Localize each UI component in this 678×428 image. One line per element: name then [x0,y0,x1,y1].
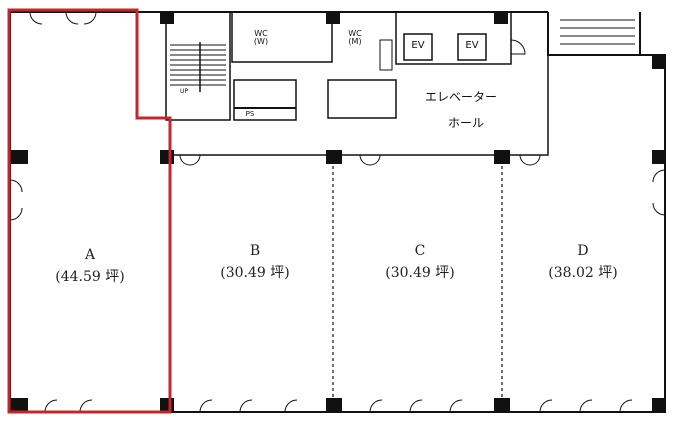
elevator-1-label: EV [411,40,425,51]
elevator-2 [457,33,487,61]
ps-label: PS [245,110,255,118]
unit-area: (44.59 坪) [55,269,125,285]
unit-name: A [84,247,96,263]
unit-name: B [249,243,261,259]
wc-men-label: WC (M) [348,29,362,46]
wc-women-label: WC (W) [253,29,269,46]
doors [9,11,666,413]
unit-a-highlight [7,8,172,414]
tenant-divider [332,160,503,412]
unit-name: C [414,243,426,259]
elevator-1 [403,33,433,61]
unit-name: D [577,243,589,259]
unit-b[interactable]: B (30.49 坪) [180,240,330,284]
elevator-2-label: EV [465,40,479,51]
elevator-bank [395,11,512,65]
elevator-hall-label-2: ホール [448,116,485,130]
unit-area: (38.02 坪) [548,265,618,281]
unit-a[interactable]: A (44.59 坪) [20,244,160,288]
elevator-hall-label-1: エレベーター [425,90,498,104]
ps-room [233,79,297,121]
up-label: UP [179,88,188,95]
stairwell [165,11,231,121]
unit-c[interactable]: C (30.49 坪) [340,240,500,284]
wc-block [231,11,333,63]
columns [10,12,666,412]
unit-area: (30.49 坪) [220,265,290,281]
shaft [327,79,397,119]
unit-d[interactable]: D (38.02 坪) [508,240,658,284]
unit-area: (30.49 坪) [385,265,455,281]
outer-wall [9,11,666,413]
